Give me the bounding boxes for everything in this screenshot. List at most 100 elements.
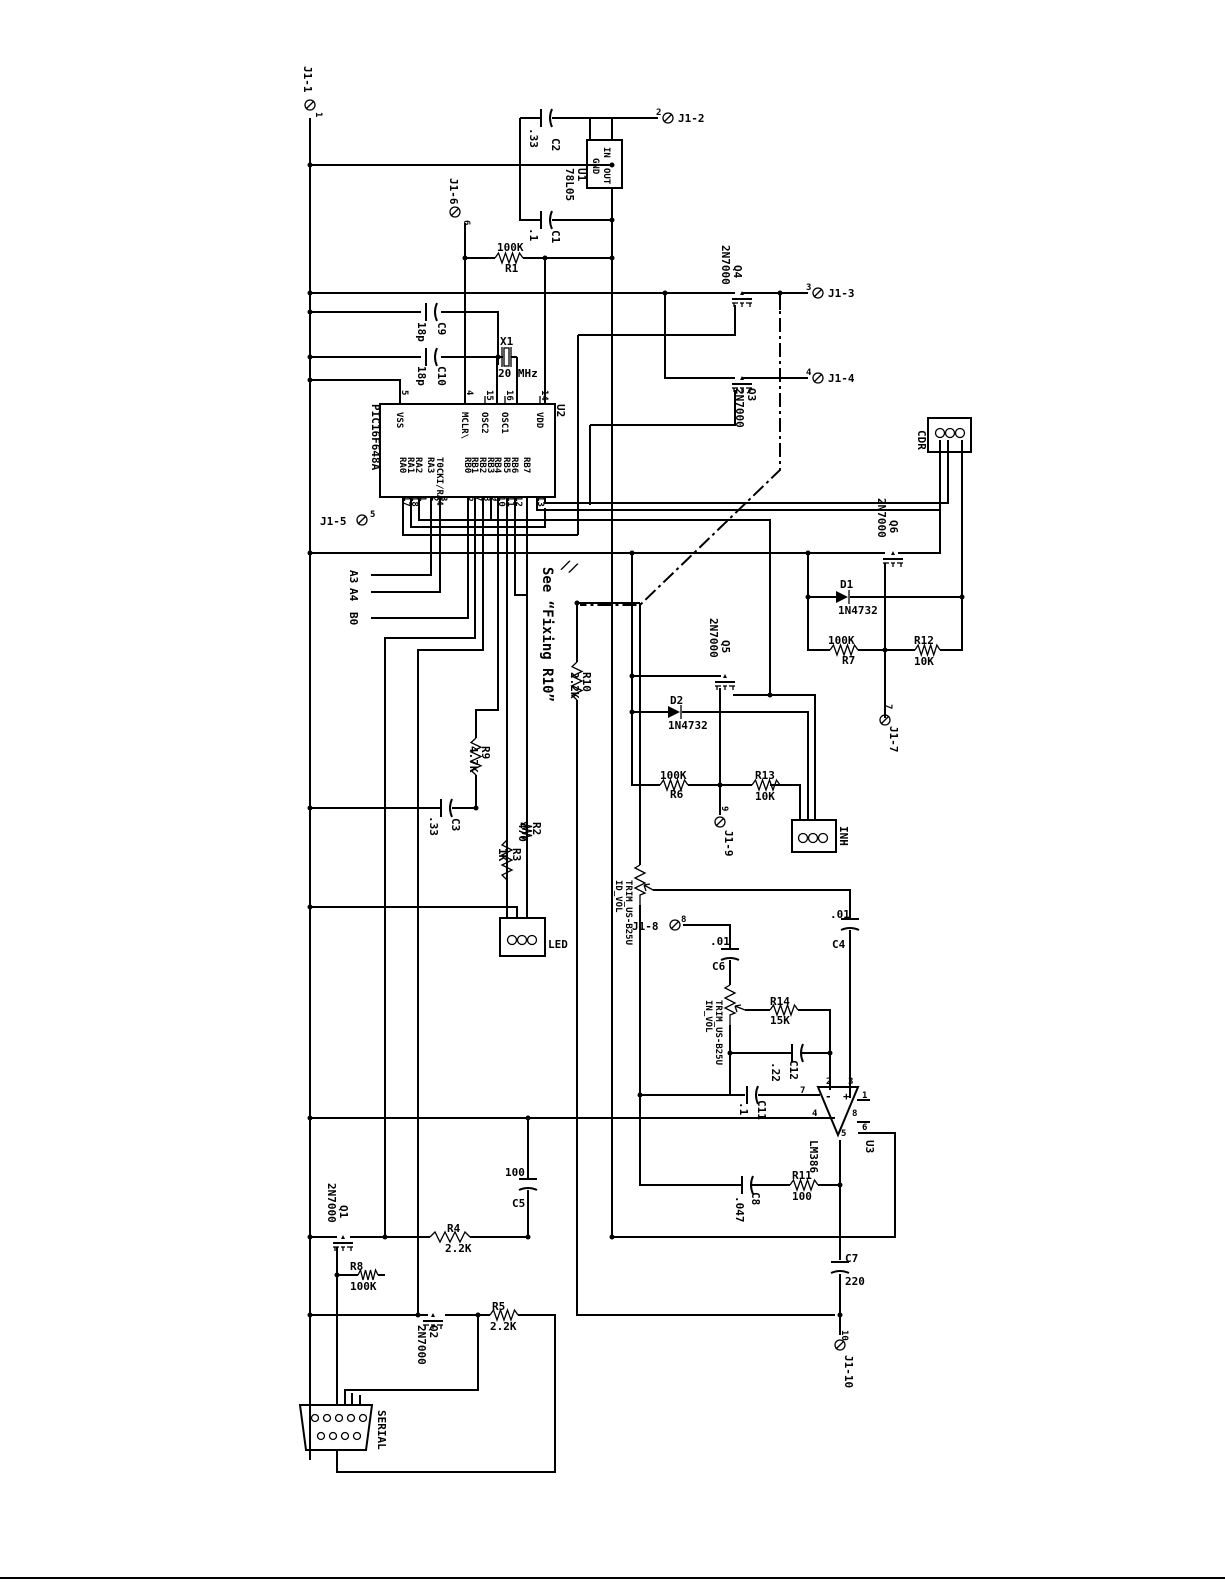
resistor-ref: R8 — [350, 1260, 363, 1273]
resistor-value: 100K — [497, 241, 524, 254]
resistor-value: 10K — [755, 790, 775, 803]
cap-ref: C2 — [549, 138, 562, 151]
resistor-ref: R6 — [670, 788, 684, 801]
capacitor-c12: C12.22 — [769, 1043, 804, 1082]
inh-label: INH — [837, 826, 850, 846]
capacitor-c11: C11.1 — [737, 1085, 768, 1120]
u2-bottom-pin: RA0 — [397, 457, 407, 473]
resistor-value: 100K — [350, 1280, 377, 1293]
trim1-name: ID_VOL — [613, 880, 623, 913]
note-fixing-r10: See “Fixing R10” — [539, 567, 555, 702]
u2-bottom-pin: RA2 — [413, 457, 423, 473]
led-label: LED — [548, 938, 568, 951]
u2-bottom-pin: RB1 — [469, 457, 479, 473]
terminal-j1-8[interactable]: J1-8 8 — [632, 915, 686, 933]
u2-top-pin: OSC1 — [499, 412, 509, 434]
terminal-j1-1[interactable]: J1-1 1 — [301, 66, 323, 117]
terminal-label: J1-10 — [842, 1355, 855, 1388]
terminal-j1-7[interactable]: J1-7 7 — [879, 704, 900, 753]
u2-top-pin: VDD — [534, 412, 544, 429]
resistor-r8: R8 100K — [350, 1260, 379, 1293]
resistor-ref: R13 — [755, 769, 775, 782]
pin-number: 2 — [656, 108, 661, 118]
terminal-j1-3[interactable]: J1-3 3 — [806, 283, 855, 300]
u2-bottom-pin-number: 2 — [429, 496, 439, 501]
mosfet-ref: Q5 — [719, 640, 732, 653]
x1-value: 20 MHz — [498, 367, 538, 380]
cap-value: 220 — [845, 1275, 865, 1288]
terminal-j1-5[interactable]: J1-5 5 — [320, 510, 375, 528]
u3-pin4: 4 — [812, 1109, 818, 1119]
wires — [309, 117, 963, 1473]
u3-part: LM386 — [807, 1140, 820, 1173]
sense-line — [580, 293, 781, 606]
cap-ref: C10 — [435, 366, 448, 386]
d1-ref: D1 — [840, 578, 854, 591]
u2-bottom-pin-number: 3 — [438, 496, 448, 501]
diode-d1: D1 1N4732 — [836, 578, 878, 617]
terminal-label: J1-9 — [722, 830, 735, 857]
trimmer-id-vol[interactable]: TRIM_US-B25U ID_VOL — [613, 864, 654, 945]
u2-bottom-pin-number: 1 — [417, 496, 427, 501]
cap-value: .01 — [710, 935, 730, 948]
trim2-part: TRIM_US-B25U — [713, 1000, 723, 1065]
pin-number: 5 — [370, 510, 375, 520]
net-labels: A3 A4 B0 See “Fixing R10” // — [347, 557, 580, 702]
header-led[interactable]: LED — [499, 917, 568, 957]
terminal-j1-9[interactable]: J1-9 9 — [714, 806, 735, 857]
terminal-label: J1-4 — [828, 372, 855, 385]
resistor-value: 10K — [914, 655, 934, 668]
u3-ref: U3 — [863, 1140, 876, 1153]
terminal-j1-10[interactable]: J1-10 10 — [834, 1330, 855, 1388]
mosfet-ref: Q3 — [745, 388, 758, 401]
u3-pin7: 7 — [800, 1086, 805, 1096]
x1-ref: X1 — [500, 335, 514, 348]
u2-top-pin-number: 16 — [504, 390, 514, 401]
cap-value: 18p — [415, 366, 428, 386]
serial-label: SERIAL — [375, 1410, 388, 1450]
u3-pin1: 1 — [862, 1091, 867, 1101]
u3-pin6: 6 — [862, 1123, 867, 1133]
capacitor-c2: C2 .33 — [527, 108, 562, 151]
u2-bottom-pin-number: 8 — [481, 496, 491, 501]
d1-part: 1N4732 — [838, 604, 878, 617]
net-b0: B0 — [347, 612, 360, 625]
resistor-value: 2.2K — [568, 672, 581, 699]
u2-bottom-pin: RB0 — [462, 457, 472, 473]
u2-bottom-pin-number: 10 — [496, 496, 506, 507]
header-cdr[interactable]: CDR — [915, 417, 972, 453]
connector-serial[interactable]: SERIAL — [298, 1404, 388, 1451]
trimmer-in-vol[interactable]: TRIM_US-B25U IN_VOL — [703, 984, 746, 1065]
u2-bottom-pin: RB3 — [485, 457, 495, 473]
cap-value: .33 — [527, 128, 540, 148]
mosfet-ref: Q6 — [887, 520, 900, 534]
d2-part: 1N4732 — [668, 719, 708, 732]
cap-ref: C1 — [549, 230, 562, 244]
resistor-value: 470 — [516, 822, 529, 842]
net-a3: A3 — [347, 570, 360, 583]
trim2-name: IN_VOL — [703, 1000, 713, 1033]
header-inh[interactable]: INH — [791, 819, 850, 853]
u2-bottom-pin: RB7 — [521, 457, 531, 473]
cap-ref: C9 — [435, 322, 448, 335]
terminal-j1-2[interactable]: J1-2 2 — [656, 108, 705, 125]
u2-top-pin-number: 14 — [539, 390, 549, 401]
capacitor-c6: C6.01 — [710, 935, 740, 973]
u2-ref: U2 — [554, 404, 567, 417]
u2-bottom-pin: T0CKI/RA4 — [434, 457, 444, 506]
terminal-j1-4[interactable]: J1-4 4 — [806, 368, 855, 385]
terminal-j1-6[interactable]: J1-6 6 — [447, 178, 471, 225]
resistor-r13: R13 10K — [751, 769, 781, 803]
capacitor-c4: C4.01 — [830, 908, 860, 951]
u2-bottom-pin-number: 17 — [401, 496, 411, 507]
resistor-value: 15K — [770, 1014, 790, 1027]
resistor-ref: R9 — [479, 746, 492, 759]
capacitor-c8: C8.047 — [733, 1175, 762, 1223]
cap-ref: C8 — [749, 1192, 762, 1205]
